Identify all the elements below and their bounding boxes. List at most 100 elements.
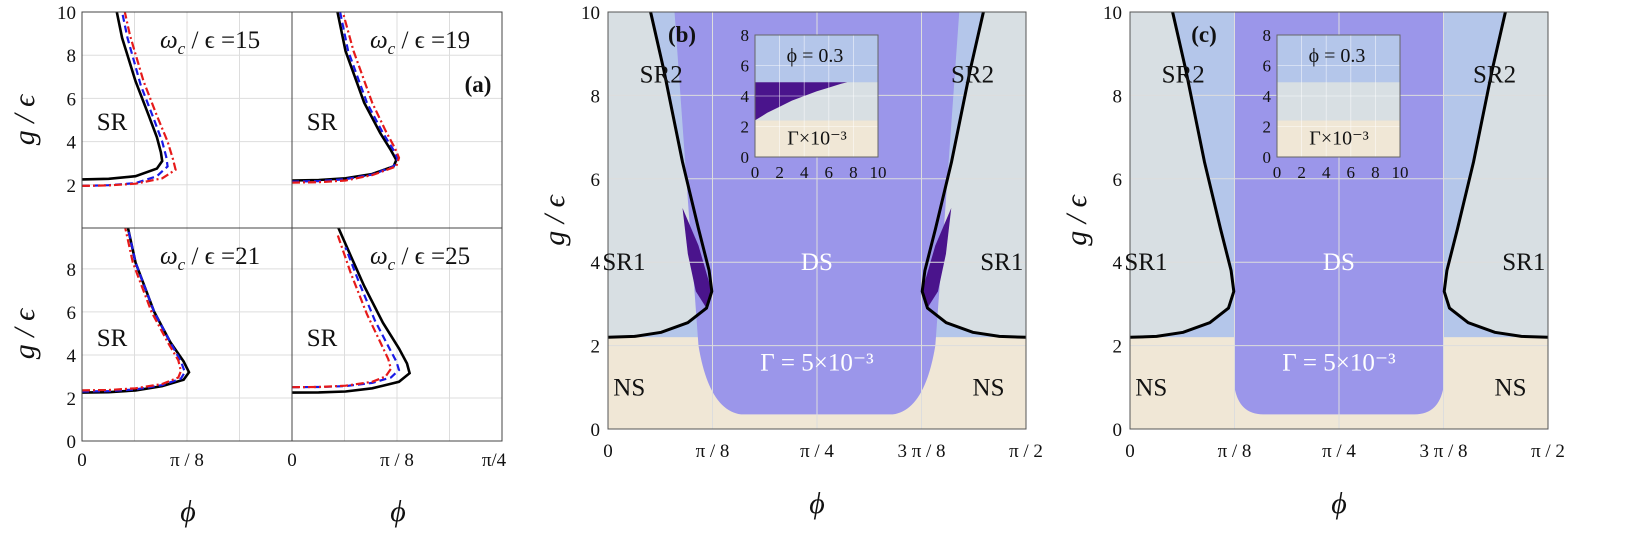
panel-a-xlabel-left: ϕ: [180, 495, 196, 528]
panel-b-inset-label: Γ×10⁻³: [787, 128, 846, 150]
panel-a-ytick-bottom-0: 0: [67, 432, 77, 453]
panel-b-inset-frame: [754, 34, 879, 158]
panel-a1-series-dashed: [82, 12, 169, 187]
panel-b-xtick-1: π / 8: [696, 441, 730, 462]
panel-b-xlabel: ϕ: [809, 487, 825, 520]
panel-c-region-label-5: NS: [1135, 374, 1167, 401]
panel-c-ytick-3: 6: [1113, 170, 1123, 191]
panel-a-ytick-bottom-2: 4: [67, 346, 77, 367]
panel-b-ytick-4: 8: [591, 86, 601, 107]
panel-a4-frame: [291, 227, 503, 442]
panel-b-ytick-3: 6: [591, 170, 601, 191]
panel-a-ylabel-top: g / ϵ: [8, 93, 41, 145]
panel-a4-series-dashdot: [292, 234, 393, 389]
panel-c-inset-ytick-4: 8: [1263, 26, 1272, 45]
panel-b-inset-region-dark: [755, 82, 848, 121]
panel-b-boundary-right: [920, 11, 1027, 339]
panel-c-xtick-3: 3 π / 8: [1419, 441, 1467, 462]
panel-a2-series-dashdot: [292, 12, 401, 184]
panel-b-region-label-0: SR2: [640, 62, 683, 89]
panel-c-xtick-4: π / 2: [1531, 441, 1565, 462]
panel-b-region-label-1: SR2: [951, 62, 994, 89]
panel-c-region-label-3: SR1: [1502, 249, 1545, 276]
panel-b-inset-xtick-1: 2: [775, 163, 784, 182]
panel-c-ytick-2: 4: [1113, 253, 1123, 274]
panel-c-ytick-1: 2: [1113, 337, 1123, 358]
panel-b-inset-title: ϕ = 0.3: [787, 45, 844, 67]
panel-b-region-label-6: NS: [973, 374, 1005, 401]
panel-b-boundary-left: [607, 11, 714, 339]
panel-c-xtick-0: 0: [1125, 441, 1135, 462]
panel-c-boundary-left: [1129, 11, 1236, 339]
panel-a-ytick-top-2: 6: [67, 89, 77, 110]
panel-c-inset-ytick-1: 2: [1263, 118, 1272, 137]
panel-b-xtick-4: π / 2: [1009, 441, 1043, 462]
panel-c-region-label-0: SR2: [1162, 62, 1205, 89]
panel-a-ytick-bottom-4: 8: [67, 260, 77, 281]
panel-b-inset-xtick-4: 8: [849, 163, 858, 182]
panel-a-xtick-right-2: π/4: [482, 450, 507, 471]
panel-b-region-label-3: SR1: [980, 249, 1023, 276]
panel-c-boundary-right: [1442, 11, 1549, 339]
panel-b-ytick-1: 2: [591, 337, 601, 358]
panel-b-region-label-4: DS: [801, 249, 833, 276]
panel-a3-series-dashdot: [82, 228, 183, 392]
panel-a-xtick-left-1: π / 8: [170, 450, 204, 471]
panel-c-inset-title: ϕ = 0.3: [1309, 45, 1366, 67]
panel-c-region-label-4: DS: [1323, 249, 1355, 276]
panel-c-region-label-7: Γ = 5×10⁻³: [1282, 349, 1396, 376]
panel-a1-region-label: SR: [97, 109, 128, 136]
panel-c-region-label-1: SR2: [1473, 62, 1516, 89]
panel-c-inset-ytick-3: 6: [1263, 57, 1272, 76]
panel-a2-title: ωc / ϵ =19: [370, 27, 470, 58]
panel-a4-title: ωc / ϵ =25: [370, 243, 470, 274]
panel-a1-series-dashdot: [82, 12, 177, 187]
panel-b-region-label-7: Γ = 5×10⁻³: [760, 349, 874, 376]
panel-b-inset-xtick-2: 4: [800, 163, 809, 182]
panel-b-ytick-2: 4: [591, 253, 601, 274]
panel-b-inset-ytick-0: 0: [741, 148, 750, 167]
panel-a4-series-solid: [292, 228, 412, 394]
panel-c-region-label-2: SR1: [1124, 249, 1167, 276]
panel-a2-region-label: SR: [307, 109, 338, 136]
panel-c-ytick-5: 10: [1103, 3, 1122, 24]
panel-c-frame: [1129, 11, 1549, 430]
panel-b-xtick-2: π / 4: [800, 441, 834, 462]
panel-c-inset-ytick-0: 0: [1263, 148, 1272, 167]
panel-c-inset-label: Γ×10⁻³: [1309, 128, 1368, 150]
panel-c-ytick-4: 8: [1113, 86, 1123, 107]
panel-a3-region-label: SR: [97, 325, 128, 352]
panel-c-tag: (c): [1191, 22, 1217, 47]
panel-a4-region-label: SR: [307, 325, 338, 352]
panel-b-region-dark-right: [922, 207, 952, 309]
panel-b-inset-ytick-3: 6: [741, 57, 750, 76]
panel-a-ytick-top-1: 4: [67, 133, 77, 154]
panel-a-ytick-top-0: 2: [67, 176, 77, 197]
panel-a-xtick-left-0: 0: [77, 450, 87, 471]
panel-b-xtick-0: 0: [603, 441, 613, 462]
panel-b-inset-ytick-1: 2: [741, 118, 750, 137]
panel-b-ylabel: g / ϵ: [538, 193, 571, 245]
panel-b-tag: (b): [668, 22, 696, 47]
panel-b-frame: [607, 11, 1027, 430]
panel-a-xtick-right-1: π / 8: [380, 450, 414, 471]
panel-b-inset-xtick-3: 6: [825, 163, 834, 182]
panel-c-xtick-1: π / 8: [1218, 441, 1252, 462]
panel-c-inset-xtick-3: 6: [1347, 163, 1356, 182]
panel-b-region-dark-left: [682, 207, 712, 309]
panel-c-inset-xtick-2: 4: [1322, 163, 1331, 182]
panel-a-ytick-top-3: 8: [67, 46, 77, 67]
panel-c-ylabel: g / ϵ: [1060, 193, 1093, 245]
panel-c-inset-region-middle: [1277, 82, 1400, 121]
panel-a-xtick-right-0: 0: [287, 450, 297, 471]
panel-c-region-label-6: NS: [1495, 374, 1527, 401]
panel-c-inset-ytick-2: 4: [1263, 87, 1272, 106]
panel-c-xtick-2: π / 4: [1322, 441, 1356, 462]
panel-c-inset-frame: [1276, 34, 1401, 158]
panel-b-inset-ytick-4: 8: [741, 26, 750, 45]
panel-a-tag: (a): [465, 72, 492, 97]
panel-b-region-label-5: NS: [613, 374, 645, 401]
panel-a3-title: ωc / ϵ =21: [160, 243, 260, 274]
